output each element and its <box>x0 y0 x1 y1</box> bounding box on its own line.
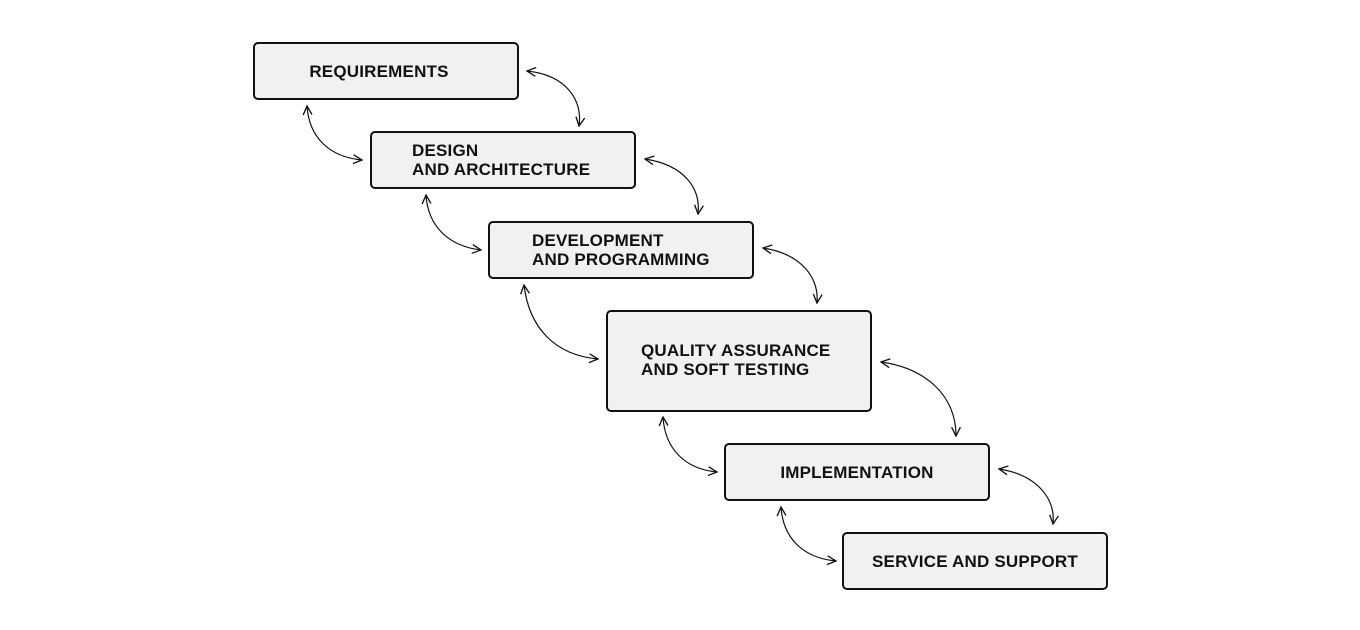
arrow-development-to-qa-left <box>524 285 598 359</box>
arrow-design-to-development-right <box>645 159 698 214</box>
stage-design: DESIGN AND ARCHITECTURE <box>370 131 636 189</box>
stage-service-label: SERVICE AND SUPPORT <box>872 551 1078 571</box>
stage-development-label: DEVELOPMENT AND PROGRAMMING <box>532 231 710 269</box>
arrow-implementation-to-service-right <box>999 469 1053 524</box>
arrow-qa-to-implementation-right <box>881 362 956 436</box>
stage-requirements: REQUIREMENTS <box>253 42 519 100</box>
stage-qa: QUALITY ASSURANCE AND SOFT TESTING <box>606 310 872 412</box>
stage-requirements-label: REQUIREMENTS <box>309 61 449 81</box>
arrow-implementation-to-service-left <box>781 507 836 561</box>
stage-design-label: DESIGN AND ARCHITECTURE <box>412 141 591 179</box>
stage-development: DEVELOPMENT AND PROGRAMMING <box>488 221 754 279</box>
arrow-design-to-development-left <box>426 195 481 250</box>
arrow-development-to-qa-right <box>763 248 817 303</box>
stage-implementation: IMPLEMENTATION <box>724 443 990 501</box>
arrow-qa-to-implementation-left <box>663 417 717 472</box>
stage-qa-label: QUALITY ASSURANCE AND SOFT TESTING <box>641 340 831 379</box>
arrow-requirements-to-design-right <box>527 71 580 126</box>
arrow-requirements-to-design-left <box>307 106 362 160</box>
stage-service: SERVICE AND SUPPORT <box>842 532 1108 590</box>
stage-implementation-label: IMPLEMENTATION <box>780 462 934 482</box>
